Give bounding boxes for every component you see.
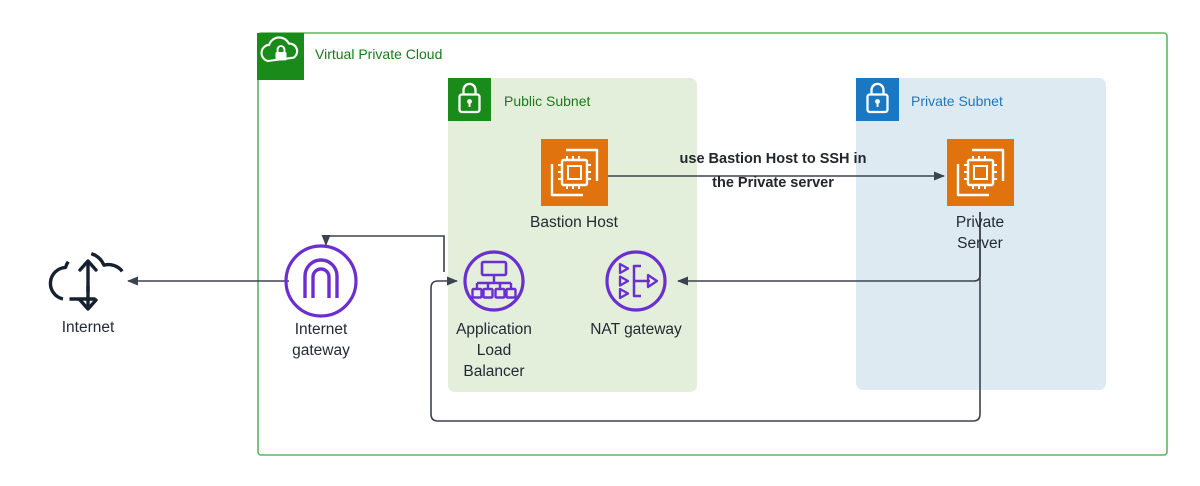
edge-label-line-2: the Private server xyxy=(712,175,834,191)
load-balancer-label-line-1: Application xyxy=(456,321,532,338)
public-subnet-label: Public Subnet xyxy=(504,93,591,109)
internet-gateway-label-line-2: gateway xyxy=(292,342,350,359)
nat-gateway-icon xyxy=(605,250,667,312)
private-server-label-line-2: Server xyxy=(957,235,1003,252)
edge-private-server-to-load-balancer xyxy=(430,212,981,422)
load-balancer-label-line-2: Load xyxy=(477,342,511,359)
cloud-arrows-icon xyxy=(48,251,128,311)
internet-gateway-node[interactable]: Internet gateway xyxy=(284,244,358,359)
edge-load-balancer-to-internet-gateway xyxy=(321,235,445,272)
application-load-balancer-node[interactable]: Application Load Balancer xyxy=(456,250,532,380)
public-subnet-group: Public Subnet xyxy=(448,78,697,392)
lock-icon xyxy=(448,78,491,121)
ec2-instance-icon xyxy=(541,139,608,206)
bastion-host-label: Bastion Host xyxy=(530,214,619,231)
private-server-label-line-1: Private xyxy=(956,214,1004,231)
vpc-border xyxy=(257,32,1168,456)
internet-node[interactable]: Internet xyxy=(48,251,128,336)
private-subnet-group: Private Subnet xyxy=(856,78,1106,390)
cloud-lock-icon xyxy=(257,33,304,80)
vpc-label: Virtual Private Cloud xyxy=(315,46,442,62)
ec2-instance-icon xyxy=(947,139,1014,206)
edge-label-line-1: use Bastion Host to SSH in xyxy=(680,151,867,167)
internet-gateway-label-line-1: Internet xyxy=(295,321,348,338)
internet-label: Internet xyxy=(62,319,115,336)
nat-gateway-node[interactable]: NAT gateway xyxy=(590,250,682,338)
load-balancer-label-line-3: Balancer xyxy=(463,363,524,380)
public-subnet-area xyxy=(448,78,697,392)
nat-gateway-label: NAT gateway xyxy=(590,321,682,338)
load-balancer-icon xyxy=(463,250,525,312)
edge-label-bastion-ssh: use Bastion Host to SSH in the Private s… xyxy=(680,151,867,191)
lock-icon xyxy=(856,78,899,121)
internet-gateway-icon xyxy=(284,244,358,318)
vpc-group: Virtual Private Cloud xyxy=(257,32,1168,456)
private-subnet-label: Private Subnet xyxy=(911,93,1003,109)
bastion-host-node[interactable]: Bastion Host xyxy=(530,139,619,231)
private-server-node[interactable]: Private Server xyxy=(947,139,1014,252)
private-subnet-area xyxy=(856,78,1106,390)
